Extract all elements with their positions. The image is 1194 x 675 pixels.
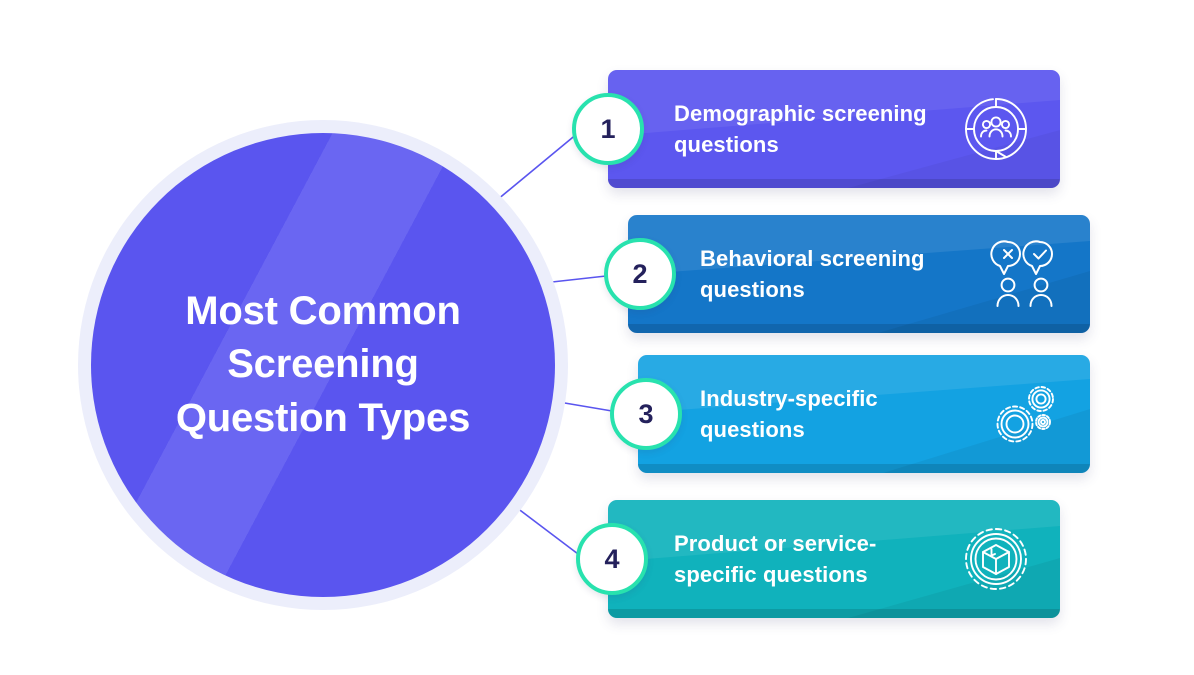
list-item-label-2: Behavioral screening questions bbox=[700, 245, 925, 302]
step-number-1: 1 bbox=[600, 113, 616, 144]
card-bottom-bar bbox=[628, 324, 1090, 333]
step-number-3: 3 bbox=[638, 398, 654, 429]
hub-circle: Most Common Screening Question Types bbox=[91, 133, 555, 597]
list-item-1[interactable]: Demographic screening questions bbox=[608, 70, 1060, 188]
list-item-label-4: Product or service- specific questions bbox=[674, 530, 877, 587]
card-bottom-bar bbox=[638, 464, 1090, 473]
list-item-2[interactable]: Behavioral screening questions bbox=[628, 215, 1090, 333]
step-badge-1[interactable]: 1 bbox=[572, 93, 644, 165]
step-badge-2[interactable]: 2 bbox=[604, 238, 676, 310]
three-gears-icon bbox=[990, 378, 1062, 450]
page-title: Most Common Screening Question Types bbox=[175, 289, 471, 440]
list-item-label-1: Demographic screening questions bbox=[674, 100, 927, 157]
two-people-pin-check-cross-icon bbox=[990, 238, 1062, 310]
list-item-label-3: Industry-specific questions bbox=[700, 385, 878, 442]
people-donut-chart-icon bbox=[960, 93, 1032, 165]
card-bottom-bar bbox=[608, 179, 1060, 188]
connector-line-1 bbox=[496, 132, 579, 201]
card-bottom-bar bbox=[608, 609, 1060, 618]
list-item-4[interactable]: Product or service- specific questions bbox=[608, 500, 1060, 618]
step-number-2: 2 bbox=[632, 258, 648, 289]
gear-with-box-icon bbox=[960, 523, 1032, 595]
step-badge-3[interactable]: 3 bbox=[610, 378, 682, 450]
list-item-3[interactable]: Industry-specific questions bbox=[638, 355, 1090, 473]
step-number-4: 4 bbox=[604, 543, 620, 574]
step-badge-4[interactable]: 4 bbox=[576, 523, 648, 595]
